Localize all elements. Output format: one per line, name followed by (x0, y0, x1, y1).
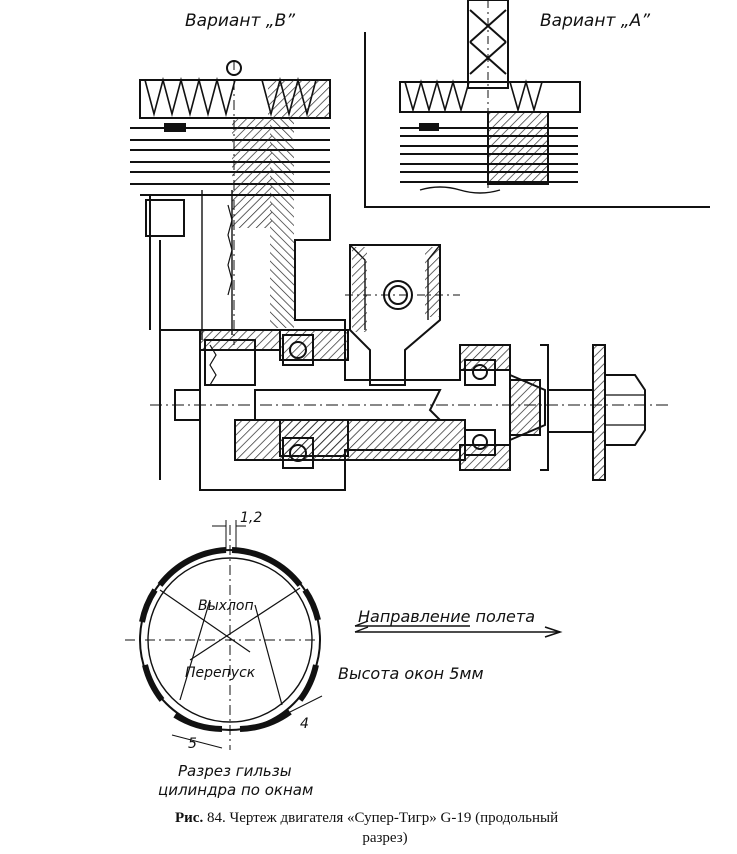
flight-direction-arrow (354, 620, 563, 638)
crankcase (160, 320, 511, 491)
label-dim-1-2: 1,2 (240, 510, 262, 526)
liner-section (125, 520, 323, 750)
label-flight-direction: Направление полета (358, 607, 535, 626)
label-variant-a: Вариант „А” (540, 11, 650, 31)
variant-a-inset (364, 0, 710, 208)
label-transfer: Перепуск (185, 665, 256, 681)
label-dim-5: 5 (188, 736, 197, 752)
carburetor-intake (345, 244, 460, 386)
label-window-height: Высота окон 5мм (338, 664, 484, 683)
label-dim-4: 4 (300, 716, 309, 732)
label-exhaust: Выхлоп (198, 598, 254, 614)
figure-caption: Рис. 84. Чертеж двигателя «Супер-Тигр» G… (175, 808, 675, 848)
cylinder-head (139, 60, 331, 119)
cylinder-fins (130, 118, 330, 328)
prop-hub (509, 344, 646, 481)
caption-number: 84. (206, 810, 226, 826)
label-variant-b: Вариант „В” (185, 11, 295, 31)
label-section-line2: цилиндра по окнам (158, 781, 313, 799)
caption-prefix: Рис. (175, 810, 204, 826)
caption-text2: разрез) (362, 830, 408, 846)
label-section-line1: Разрез гильзы (178, 762, 292, 780)
caption-text: Чертеж двигателя «Супер-Тигр» G-19 (прод… (229, 810, 559, 826)
